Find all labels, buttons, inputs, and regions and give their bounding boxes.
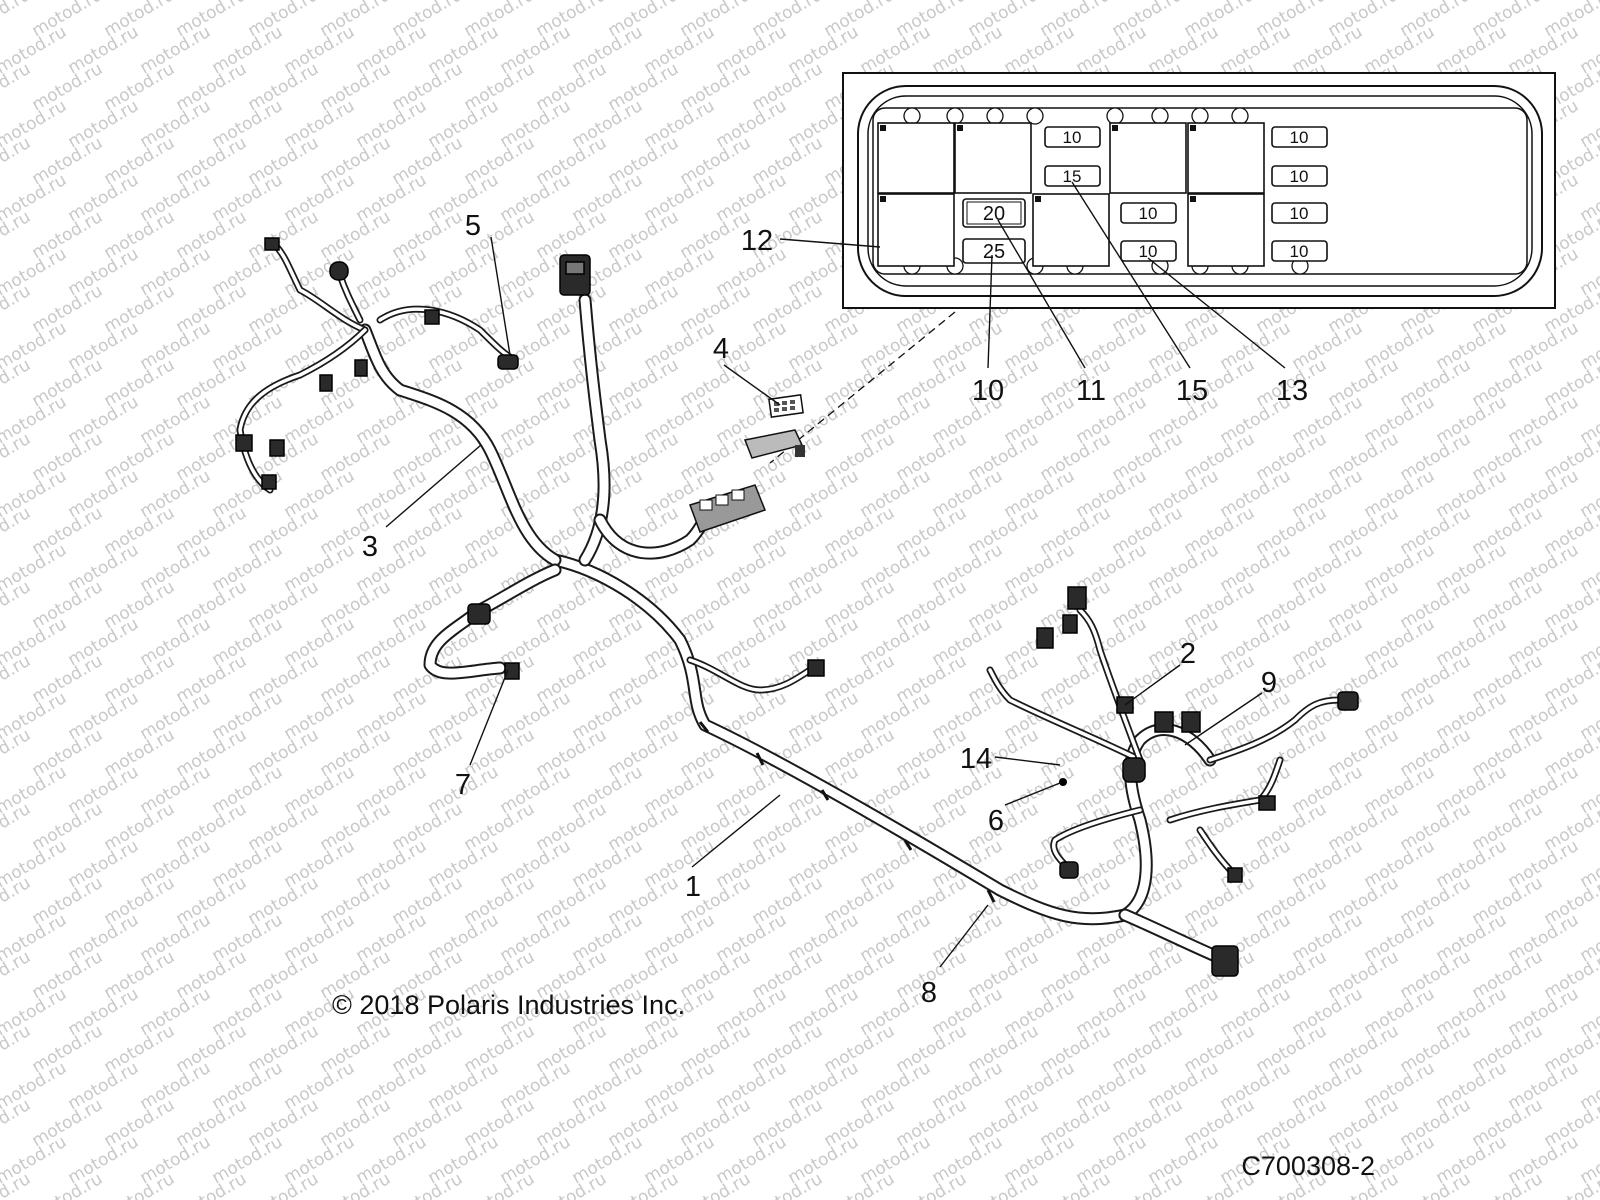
callout-7: 7	[455, 769, 471, 801]
inset-dashed-leader	[769, 311, 956, 464]
leader-lines	[385, 181, 1286, 968]
callout-12: 12	[741, 225, 773, 257]
svg-text:10: 10	[1290, 128, 1309, 147]
fuse-mid: 15	[1044, 165, 1101, 187]
sub-harness-wires	[236, 241, 1344, 879]
svg-text:25: 25	[983, 241, 1005, 263]
fuse-right-4: 10	[1271, 240, 1328, 262]
fuse-right-2: 10	[1271, 165, 1328, 187]
callout-numbers: 1 2 3 4 5 6 7 8 9 10 11 12 13 14 15	[362, 210, 1308, 1009]
callout-9: 9	[1261, 667, 1277, 699]
callout-8: 8	[921, 977, 937, 1009]
fuse-top-mid: 10	[1044, 126, 1101, 148]
fuse-box-inset: 10 15 20 25 10 10 10 10	[842, 72, 1556, 309]
callout-6: 6	[988, 805, 1004, 837]
copyright-text: © 2018 Polaris Industries Inc.	[332, 990, 685, 1020]
callout-5: 5	[465, 210, 481, 242]
svg-text:10: 10	[1063, 128, 1082, 147]
fuse-right-1: 10	[1271, 126, 1328, 148]
watermark-text: motod.ru	[1577, 0, 1600, 4]
drawing-number: C700308-2	[1241, 1151, 1375, 1181]
callout-3: 3	[362, 531, 378, 563]
svg-text:10: 10	[1290, 167, 1309, 186]
fuse-box-part	[689, 394, 805, 533]
fuse-right-3: 10	[1271, 202, 1328, 224]
trunk-bands	[698, 721, 996, 903]
watermark-text: motod.ru	[0, 0, 34, 41]
svg-text:10: 10	[1290, 204, 1309, 223]
svg-text:20: 20	[983, 203, 1005, 225]
fuse-center-a: 10	[1120, 202, 1177, 224]
callout-13: 13	[1276, 375, 1308, 407]
relay-slots	[877, 122, 1265, 267]
callout-11: 11	[1076, 375, 1106, 407]
callout-15: 15	[1176, 375, 1208, 407]
callout-10: 10	[972, 375, 1004, 407]
svg-text:10: 10	[1139, 242, 1158, 261]
callout-2: 2	[1180, 638, 1196, 670]
svg-text:10: 10	[1290, 242, 1309, 261]
svg-text:10: 10	[1139, 204, 1158, 223]
fuse-center-b: 10	[1120, 240, 1177, 262]
fuse-big-a: 20	[962, 198, 1026, 228]
svg-text:15: 15	[1063, 167, 1082, 186]
callout-4: 4	[713, 333, 729, 365]
callout-14: 14	[960, 743, 992, 775]
fuse-big-b: 25	[962, 238, 1026, 264]
callout-1: 1	[685, 871, 701, 903]
connectors	[235, 237, 1359, 977]
